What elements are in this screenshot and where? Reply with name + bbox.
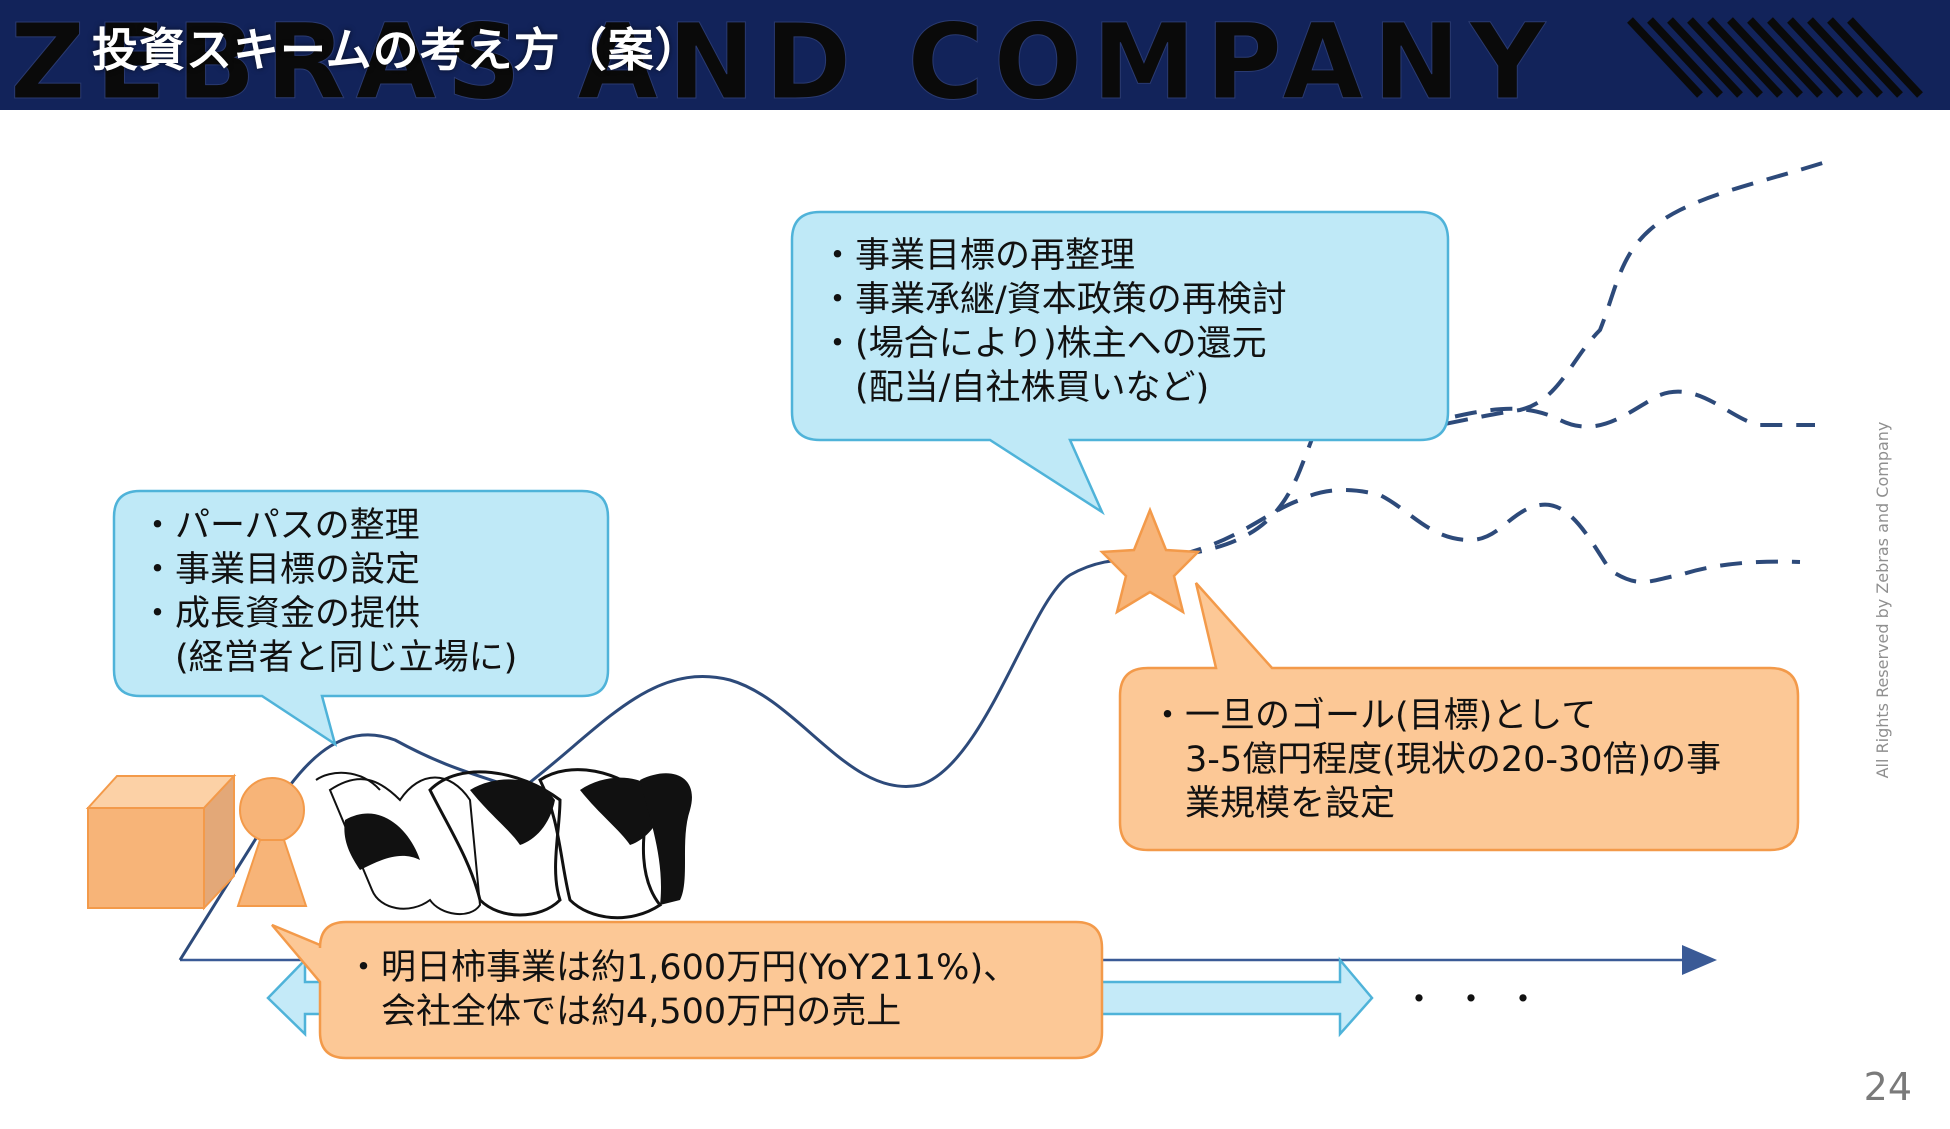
continuation-ellipsis: ・・・ — [1402, 972, 1558, 1021]
bubble-top-line-3: ・(場合により)株主への還元 — [820, 322, 1287, 366]
bubble-right-line-1: ・一旦のゴール(目標)として — [1150, 694, 1721, 738]
bubble-left-line-4: (経営者と同じ立場に) — [140, 636, 517, 680]
bubble-top-line-4: (配当/自社株買いなど) — [820, 366, 1287, 410]
zebra-horses-icon — [316, 770, 692, 918]
bubble-bottom-text: ・明日柿事業は約1,600万円(YoY211%)、 会社全体では約4,500万円… — [346, 946, 1018, 1034]
page-number: 24 — [1864, 1065, 1912, 1109]
scenario-line-low — [1180, 490, 1800, 582]
bubble-top-text: ・事業目標の再整理 ・事業承継/資本政策の再検討 ・(場合により)株主への還元 … — [820, 234, 1287, 410]
bubble-top-line-1: ・事業目標の再整理 — [820, 234, 1287, 278]
star-icon — [1102, 510, 1198, 612]
bubble-right-line-2: 3-5億円程度(現状の20-30倍)の事 — [1150, 738, 1721, 782]
bubble-top-line-2: ・事業承継/資本政策の再検討 — [820, 278, 1287, 322]
scenario-line-mid — [1420, 392, 1815, 427]
bubble-left-line-2: ・事業目標の設定 — [140, 548, 517, 592]
copyright-notice: All Rights Reserved by Zebras and Compan… — [1873, 400, 1893, 800]
person-icon — [238, 778, 306, 906]
bubble-bottom-line-2: 会社全体では約4,500万円の売上 — [346, 990, 1018, 1034]
bubble-bottom-line-1: ・明日柿事業は約1,600万円(YoY211%)、 — [346, 946, 1018, 990]
cube-icon — [88, 776, 234, 908]
bubble-right-text: ・一旦のゴール(目標)として 3-5億円程度(現状の20-30倍)の事 業規模を… — [1150, 694, 1721, 826]
bubble-left-line-1: ・パーパスの整理 — [140, 504, 517, 548]
bubble-left-text: ・パーパスの整理 ・事業目標の設定 ・成長資金の提供 (経営者と同じ立場に) — [140, 504, 517, 680]
bubble-left-line-3: ・成長資金の提供 — [140, 592, 517, 636]
bubble-right-line-3: 業規模を設定 — [1150, 782, 1721, 826]
